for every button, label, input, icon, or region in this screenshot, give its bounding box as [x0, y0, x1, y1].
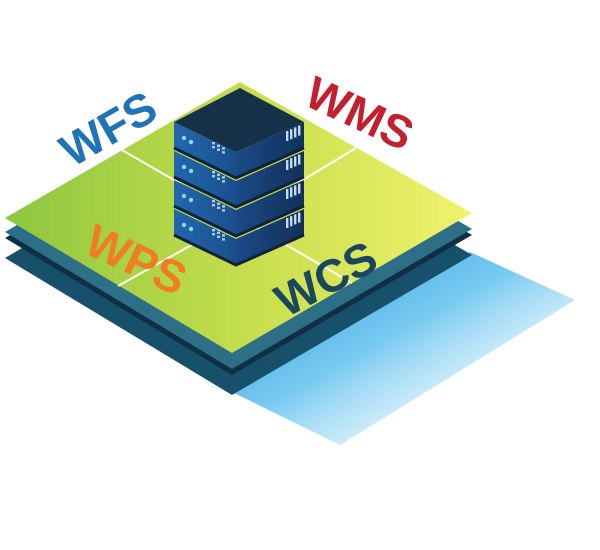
server-vent-slot [290, 216, 293, 227]
server-unit-seam [173, 175, 305, 209]
server-vent-slot [290, 187, 293, 198]
server-grid-dot [222, 238, 225, 241]
server-vent-slot [298, 212, 301, 223]
server-vent-slot [294, 185, 297, 196]
server-top-face [174, 88, 304, 152]
server-grid-dot [222, 180, 225, 183]
server-grid-dot [217, 177, 220, 180]
server-grid-dot [212, 233, 215, 236]
server-grid-dot [212, 200, 215, 203]
server-vent-slot [286, 189, 289, 199]
server-grid-dot [222, 205, 225, 208]
server-vent-slot [298, 183, 301, 194]
server-grid-dot [217, 202, 220, 205]
server-vent-slot [294, 156, 297, 167]
server-led-dot [181, 135, 187, 141]
server-grid-dot [217, 235, 220, 238]
server-grid-dot [222, 234, 225, 237]
server-grid-dot [217, 148, 220, 151]
server-unit-left-face [174, 122, 236, 178]
server-grid-dot [212, 175, 215, 178]
server-vent-slot [290, 129, 293, 140]
server-led-dot [181, 222, 187, 228]
server-vent-slot [286, 160, 289, 170]
server-led-dot [188, 197, 194, 203]
server-grid-dot [217, 144, 220, 147]
blue-shadow-stripe [232, 252, 575, 445]
server-grid-dot [212, 171, 215, 174]
server-grid-dot [212, 142, 215, 145]
server-grid-dot [222, 151, 225, 154]
server-grid-dot [212, 229, 215, 232]
server-grid-dot [217, 173, 220, 176]
server-vent-slot [294, 214, 297, 225]
server-vent-slot [294, 127, 297, 138]
server-unit-left-face [174, 180, 236, 236]
server-led-dot [181, 193, 187, 199]
server-grid-dot [212, 146, 215, 149]
server-unit-left-face [174, 209, 236, 265]
server-vent-slot [298, 154, 301, 165]
server-led-dot [188, 139, 194, 145]
server-grid-dot [217, 206, 220, 209]
server-rack-icon [173, 88, 305, 267]
server-unit-left-face [174, 151, 236, 207]
server-vent-slot [290, 158, 293, 169]
server-unit-seam [173, 146, 305, 180]
server-led-dot [188, 226, 194, 232]
server-unit-seam [173, 204, 305, 238]
divider-line-se [239, 217, 353, 284]
server-vent-slot [286, 218, 289, 228]
server-grid-dot [217, 231, 220, 234]
server-grid-dot [222, 176, 225, 179]
server-unit-seam [173, 233, 305, 267]
server-grid-dot [212, 204, 215, 207]
server-led-dot [188, 168, 194, 174]
server-grid-dot [222, 209, 225, 212]
server-grid-dot [222, 147, 225, 150]
server-vent-slot [298, 125, 301, 136]
server-vent-slot [286, 131, 289, 141]
server-led-dot [181, 164, 187, 170]
